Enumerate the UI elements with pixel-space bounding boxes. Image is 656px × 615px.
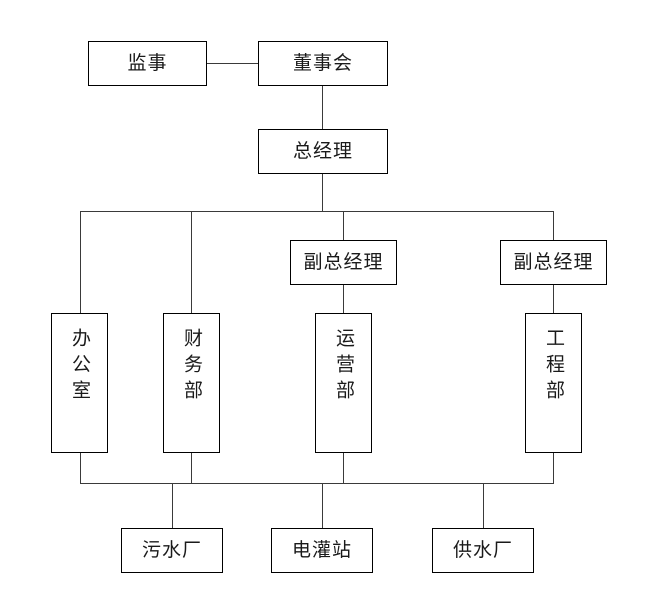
- node-water-supply-plant[interactable]: 供水厂: [432, 528, 534, 573]
- node-deputy-general-manager-2-label: 副总经理: [513, 251, 594, 273]
- node-office[interactable]: 办公室: [51, 313, 108, 453]
- node-engineering-dept-label: 工程部: [543, 328, 565, 406]
- connector-finance-dept-to-lower-bus: [191, 452, 192, 484]
- connector-operations-dept-to-lower-bus: [343, 452, 344, 484]
- connector-lower-bus-to-water-supply-plant: [483, 483, 484, 529]
- node-deputy-general-manager-1-label: 副总经理: [303, 251, 384, 273]
- node-supervisor[interactable]: 监事: [88, 41, 207, 86]
- connector-board-to-general-manager: [322, 85, 323, 129]
- node-deputy-general-manager-2[interactable]: 副总经理: [500, 240, 607, 285]
- connector-lower-bus-to-sewage-plant: [172, 483, 173, 529]
- node-water-supply-plant-label: 供水厂: [452, 539, 513, 561]
- node-board-of-directors-label: 董事会: [292, 52, 353, 74]
- node-deputy-general-manager-1[interactable]: 副总经理: [290, 240, 397, 285]
- connector-bus-to-deputy-manager-2: [553, 211, 554, 241]
- node-supervisor-label: 监事: [127, 52, 168, 74]
- connector-office-to-lower-bus: [80, 452, 81, 484]
- connector-engineering-dept-to-lower-bus: [553, 452, 554, 484]
- connector-lower-bus: [80, 483, 554, 484]
- node-board-of-directors[interactable]: 董事会: [258, 41, 388, 86]
- connector-general-manager-to-bus: [322, 173, 323, 212]
- node-engineering-dept[interactable]: 工程部: [525, 313, 582, 453]
- node-office-label: 办公室: [69, 328, 91, 406]
- node-sewage-plant-label: 污水厂: [141, 539, 202, 561]
- connector-bus-to-office: [80, 211, 81, 314]
- connector-lower-bus-to-irrigation-station: [322, 483, 323, 529]
- node-finance-dept[interactable]: 财务部: [163, 313, 220, 453]
- node-operations-dept[interactable]: 运营部: [315, 313, 372, 453]
- connector-bus-to-deputy-manager-1: [343, 211, 344, 241]
- connector-deputy-manager-2-to-engineering-dept: [553, 284, 554, 314]
- connector-supervisor-to-board: [206, 63, 259, 64]
- node-finance-dept-label: 财务部: [181, 328, 203, 406]
- connector-main-bus: [80, 211, 554, 212]
- connector-bus-to-finance-dept: [191, 211, 192, 314]
- connector-deputy-manager-1-to-operations-dept: [343, 284, 344, 314]
- node-sewage-plant[interactable]: 污水厂: [121, 528, 223, 573]
- node-irrigation-station-label: 电灌站: [291, 539, 352, 561]
- node-general-manager-label: 总经理: [292, 140, 353, 162]
- node-irrigation-station[interactable]: 电灌站: [271, 528, 373, 573]
- node-general-manager[interactable]: 总经理: [258, 129, 388, 174]
- node-operations-dept-label: 运营部: [333, 328, 355, 406]
